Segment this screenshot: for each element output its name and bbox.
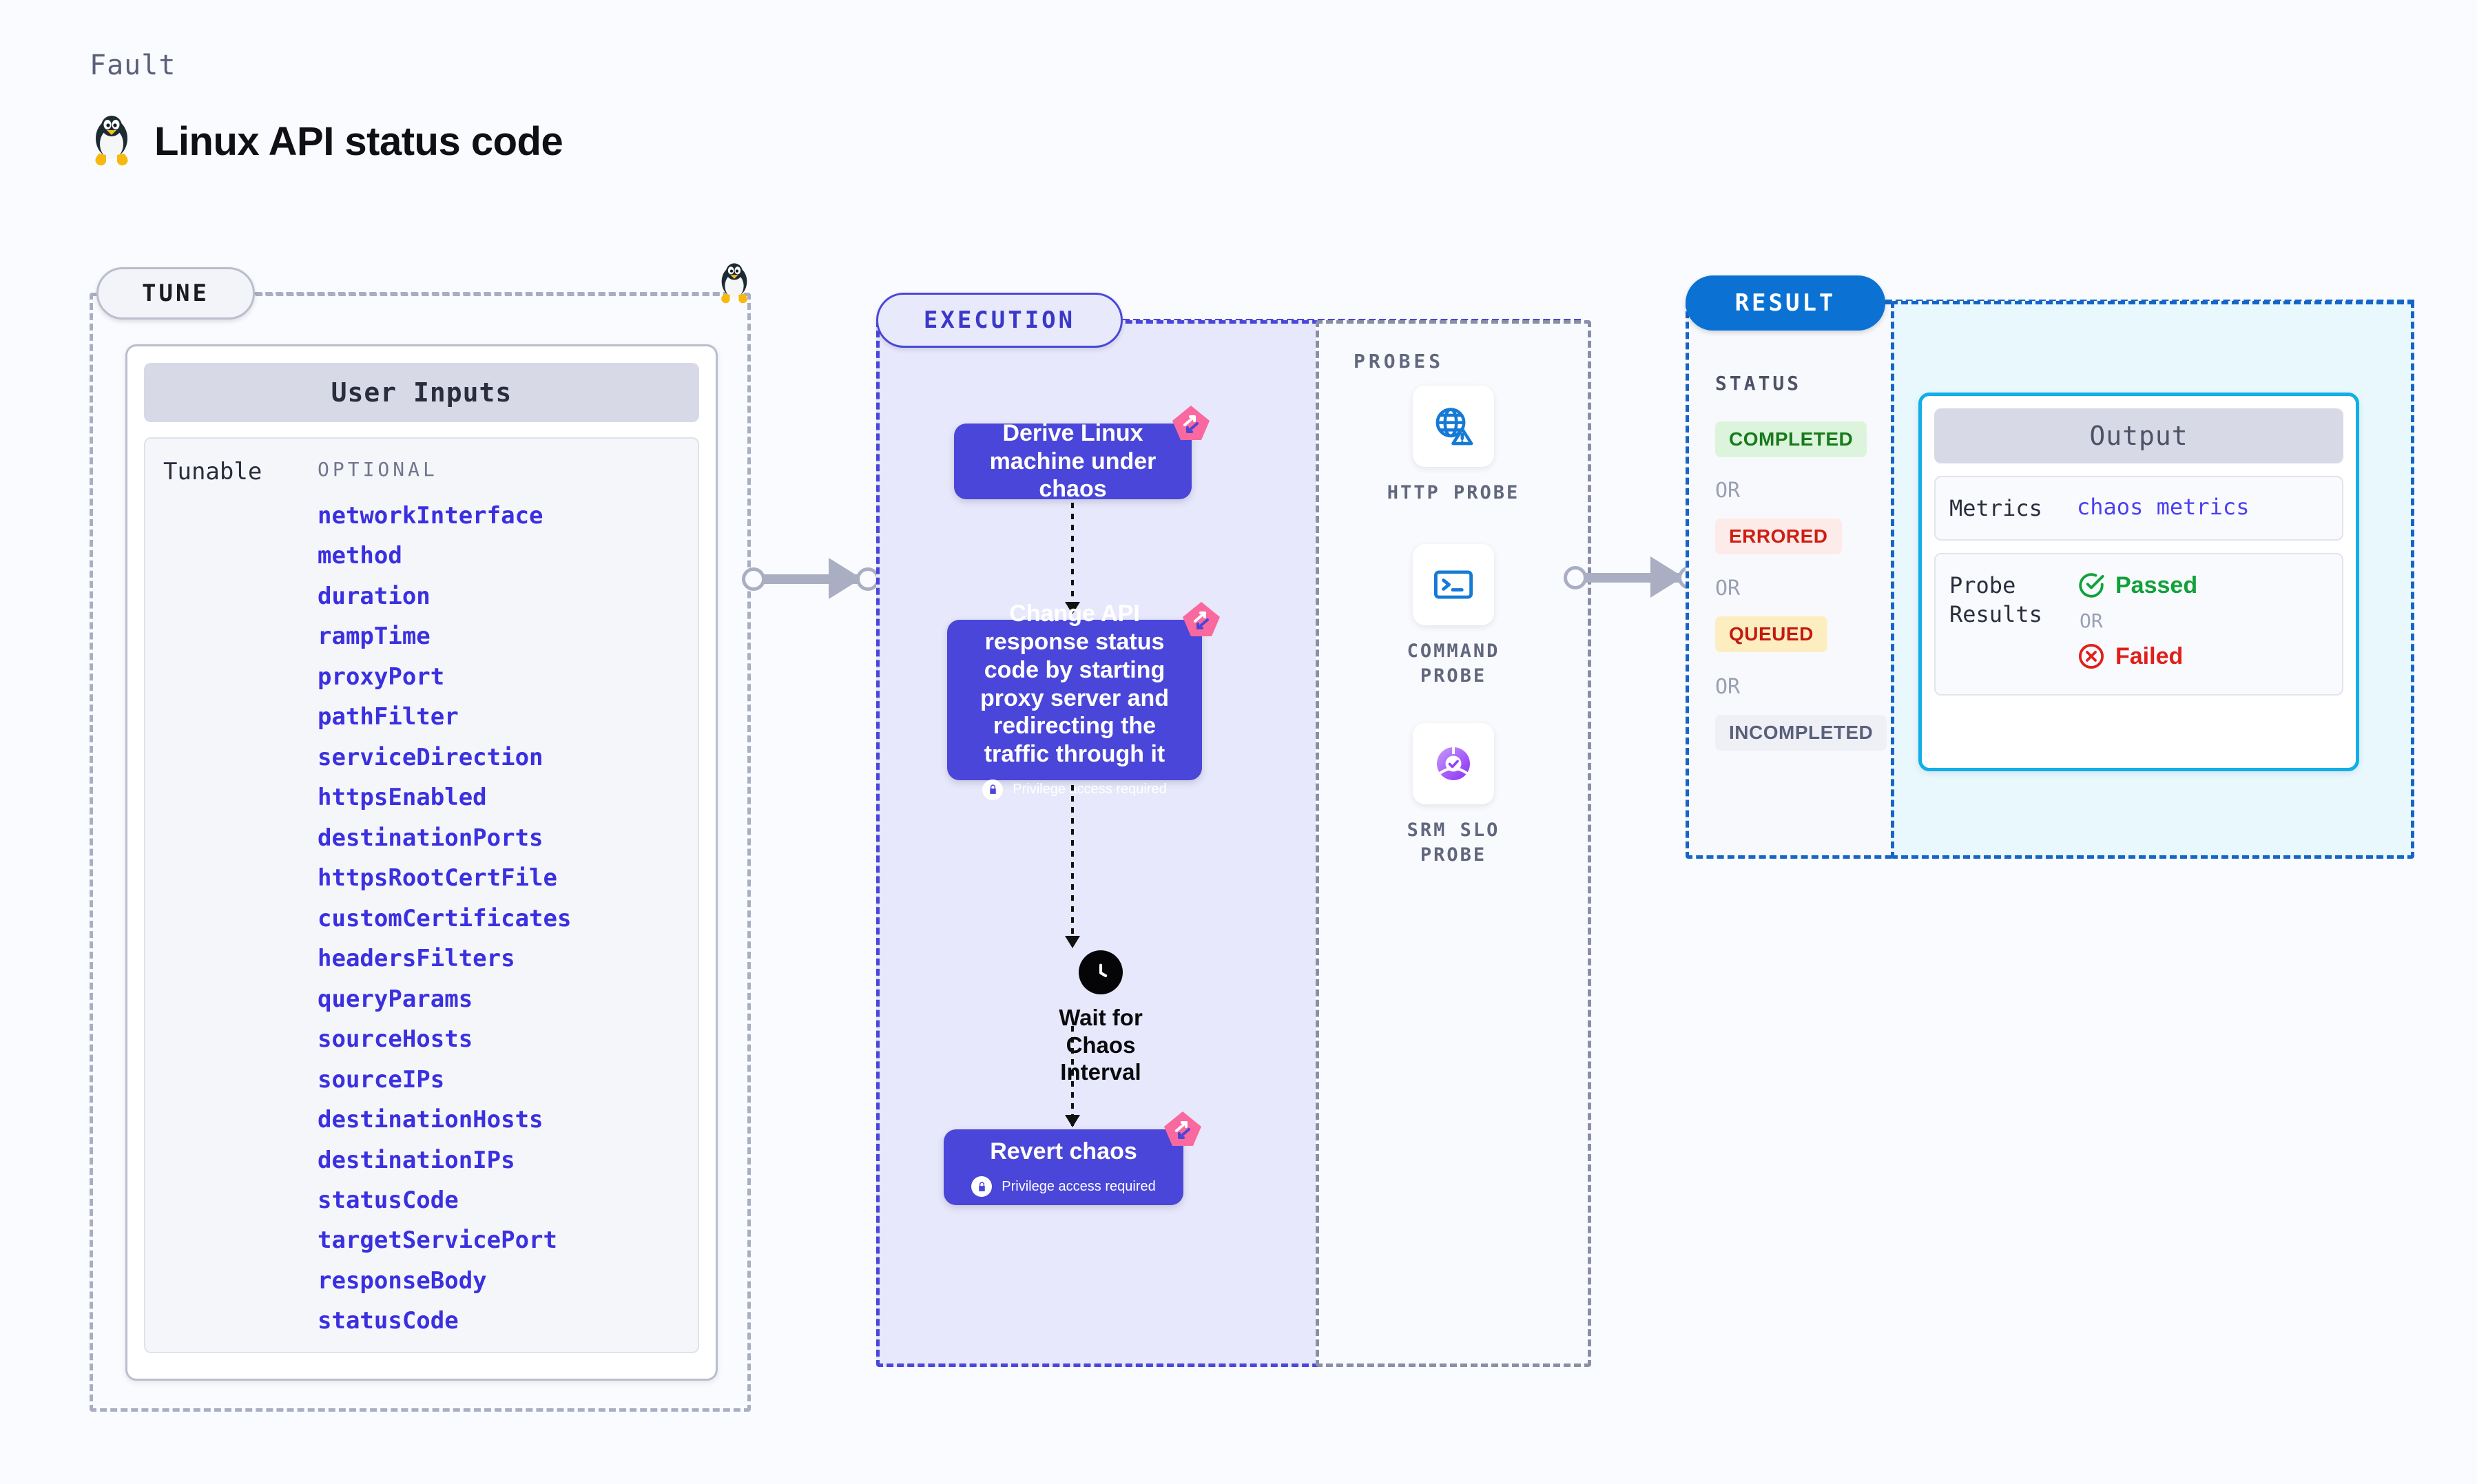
lock-icon	[971, 1176, 993, 1198]
tunable-item[interactable]: headersFilters	[318, 945, 515, 973]
tunable-item[interactable]: httpsEnabled	[318, 784, 487, 812]
tunable-item[interactable]: customCertificates	[318, 904, 572, 932]
status-title: STATUS	[1715, 372, 1802, 395]
tunable-item[interactable]: pathFilter	[318, 703, 459, 731]
node-label: Revert chaos	[990, 1138, 1137, 1164]
status-badge-queued: QUEUED	[1715, 616, 1827, 652]
probe-result-or: OR	[2080, 609, 2103, 633]
status-badge-incompleted: INCOMPLETED	[1715, 715, 1887, 751]
user-inputs-title: User Inputs	[144, 363, 699, 422]
probe-result-failed: Failed	[2077, 642, 2328, 671]
page-title: Linux API status code	[90, 114, 563, 169]
tunable-item[interactable]: queryParams	[318, 985, 473, 1013]
user-inputs-card: User Inputs Tunable OPTIONAL networkInte…	[125, 344, 718, 1381]
probes-title: PROBES	[1354, 350, 1444, 373]
failed-label: Failed	[2115, 642, 2184, 669]
output-title: Output	[1934, 408, 2343, 463]
x-circle-icon	[2077, 642, 2106, 671]
page-title-text: Linux API status code	[154, 118, 563, 164]
metrics-key: Metrics	[1949, 495, 2042, 521]
probe-label: HTTP PROBE	[1387, 482, 1520, 503]
status-badge-errored: ERRORED	[1715, 519, 1842, 554]
execution-node-wait-for-chaos-interval[interactable]: Wait for Chaos Interval	[1039, 950, 1163, 1086]
status-badge-completed: COMPLETED	[1715, 421, 1867, 457]
linux-penguin-icon	[90, 114, 134, 169]
probe-result-passed: Passed	[2077, 571, 2328, 600]
linux-penguin-icon-small	[716, 262, 752, 306]
globe-warning-icon	[1413, 386, 1494, 467]
tunable-list: OPTIONAL networkInterface method duration r…	[318, 458, 698, 1352]
optional-label: OPTIONAL	[318, 458, 438, 481]
result-status-container	[1686, 301, 1913, 859]
check-circle-icon	[2077, 571, 2106, 600]
lock-icon	[982, 779, 1004, 800]
tunable-item[interactable]: responseBody	[318, 1266, 487, 1295]
tunable-item[interactable]: targetServicePort	[318, 1226, 557, 1255]
flow-arrow-1	[1065, 503, 1080, 614]
tunable-item[interactable]: destinationPorts	[318, 824, 543, 852]
node-label: Change API response status code by start…	[980, 600, 1170, 768]
output-metrics-row: Metrics chaos metrics	[1934, 476, 2343, 541]
execution-node-revert-chaos[interactable]: Revert chaos Privilege access required	[944, 1111, 1201, 1205]
status-or-1: OR	[1715, 479, 1741, 503]
flow-arrow-2	[1065, 785, 1080, 948]
tunable-item[interactable]: statusCode	[318, 1307, 459, 1335]
probe-label: COMMAND PROBE	[1407, 640, 1500, 687]
metrics-value[interactable]: chaos metrics	[2077, 494, 2250, 520]
tune-container	[90, 293, 751, 1412]
node-label: Wait for Chaos Interval	[1059, 1005, 1143, 1085]
privilege-note-text: Privilege access required	[1013, 782, 1167, 797]
tune-badge[interactable]: TUNE	[96, 267, 255, 320]
tunable-item[interactable]: httpsRootCertFile	[318, 864, 557, 892]
execution-node-change-status-code[interactable]: Change API response status code by start…	[947, 600, 1220, 800]
flow-arrow-3	[1065, 1026, 1080, 1127]
passed-label: Passed	[2115, 572, 2198, 598]
fault-kicker: Fault	[90, 50, 176, 81]
node-label: Derive Linux machine under chaos	[989, 419, 1157, 503]
connector-tune-to-execution	[742, 558, 885, 599]
tunable-group-label: Tunable	[163, 458, 262, 485]
probe-http[interactable]: HTTP PROBE	[1378, 386, 1529, 505]
execution-badge[interactable]: EXECUTION	[876, 293, 1123, 348]
terminal-icon	[1413, 544, 1494, 625]
privilege-note: Privilege access required	[971, 1176, 1156, 1198]
status-or-3: OR	[1715, 675, 1741, 699]
tunable-item[interactable]: sourceIPs	[318, 1065, 445, 1094]
privilege-note: Privilege access required	[982, 779, 1167, 800]
probes-container	[1316, 320, 1591, 1367]
status-or-2: OR	[1715, 576, 1741, 600]
privilege-note-text: Privilege access required	[1002, 1178, 1156, 1194]
probe-command[interactable]: COMMAND PROBE	[1378, 544, 1529, 689]
result-badge[interactable]: RESULT	[1686, 275, 1885, 331]
clock-icon	[1079, 950, 1123, 994]
tunable-item[interactable]: duration	[318, 582, 431, 610]
probe-label: SRM SLO PROBE	[1407, 819, 1500, 866]
tunable-body: Tunable OPTIONAL networkInterface method d…	[144, 437, 699, 1353]
tunable-item[interactable]: networkInterface	[318, 502, 543, 530]
tunable-item[interactable]: sourceHosts	[318, 1025, 473, 1054]
tunable-item[interactable]: statusCode	[318, 1186, 459, 1214]
slo-donut-check-icon	[1413, 723, 1494, 804]
probe-srm-slo[interactable]: SRM SLO PROBE	[1378, 723, 1529, 868]
tunable-item[interactable]: proxyPort	[318, 662, 445, 691]
tunable-item[interactable]: serviceDirection	[318, 743, 543, 771]
tunable-item[interactable]: destinationHosts	[318, 1106, 543, 1134]
execution-node-derive[interactable]: Derive Linux machine under chaos	[954, 406, 1210, 502]
tunable-item[interactable]: rampTime	[318, 623, 431, 651]
tunable-item[interactable]: destinationIPs	[318, 1146, 515, 1174]
tunable-item[interactable]: method	[318, 542, 402, 570]
